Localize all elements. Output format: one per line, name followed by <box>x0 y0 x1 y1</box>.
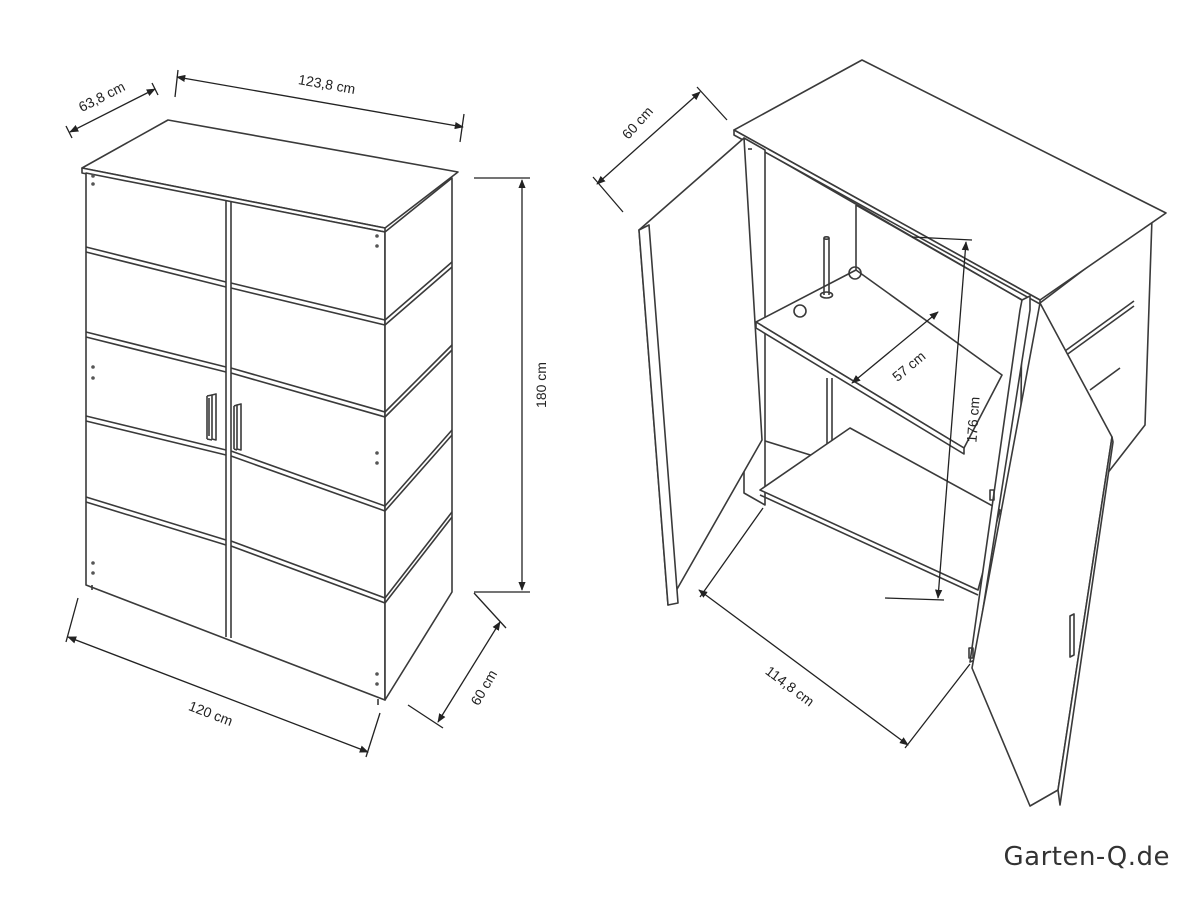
label-front-top-width: 123,8 cm <box>297 71 356 97</box>
closed-cabinet-side <box>384 177 453 701</box>
front-planks <box>85 246 386 604</box>
dim-line-front-top-width <box>176 74 464 130</box>
dim-line-front-base-width <box>67 636 369 753</box>
door-handles <box>206 393 242 451</box>
open-cabinet-right-door <box>971 302 1113 807</box>
label-front-height: 180 cm <box>533 362 549 408</box>
dim-line-front-base-depth <box>437 621 501 723</box>
right-door-handle <box>236 403 242 451</box>
label-front-base-depth: 60 cm <box>467 667 500 708</box>
dim-line-front-top-depth <box>69 88 156 133</box>
brand-watermark: Garten-Q.de <box>1003 842 1170 872</box>
left-door-handle <box>208 393 217 441</box>
dim-line-open-inner-width <box>698 589 909 746</box>
open-cabinet-dimensions <box>592 86 973 749</box>
label-front-top-depth: 63,8 cm <box>76 78 128 115</box>
closed-cabinet-drawing <box>81 119 459 705</box>
label-open-inner-width: 114,8 cm <box>763 663 818 710</box>
closed-cabinet-front <box>85 172 386 701</box>
screw-holes <box>91 174 379 686</box>
dim-line-open-top-depth <box>596 91 701 185</box>
right-door-handle-open <box>1069 613 1075 658</box>
side-planks <box>384 261 453 604</box>
closed-cabinet-dimensions <box>65 69 530 758</box>
open-cabinet-drawing <box>638 59 1167 807</box>
label-front-base-width: 120 cm <box>186 698 235 729</box>
dim-line-open-shelf-depth <box>851 311 939 384</box>
label-open-inner-height: 176 cm <box>963 396 982 443</box>
dim-line-open-inner-height <box>935 241 969 599</box>
